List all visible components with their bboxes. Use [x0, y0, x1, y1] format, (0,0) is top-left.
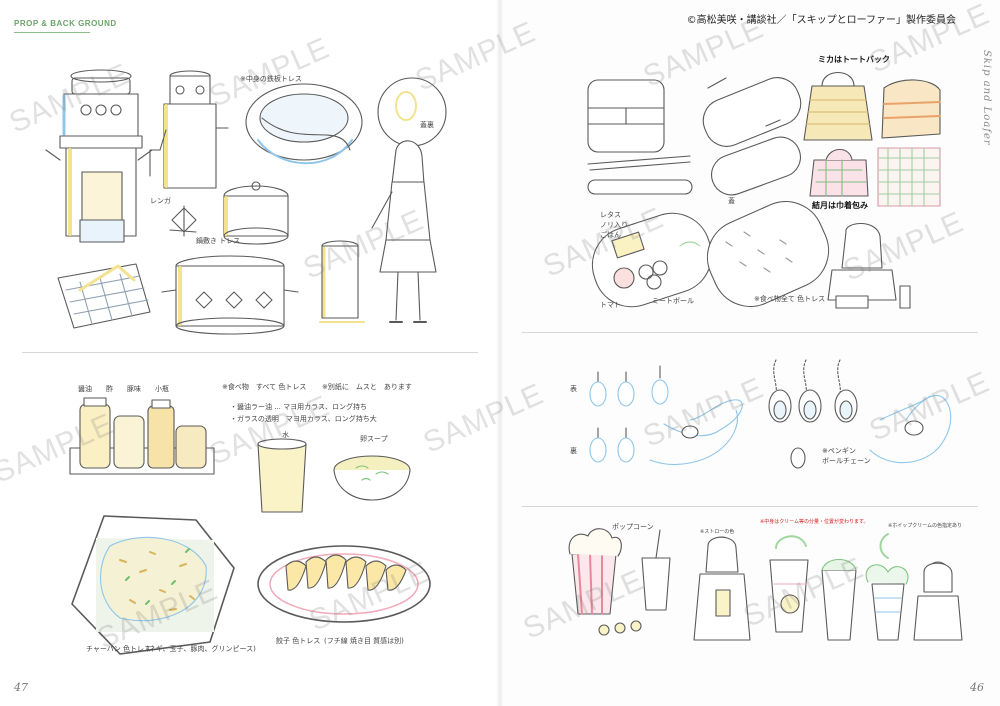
kettle-note: ※別紙に ムスと あります	[322, 383, 412, 391]
checked-cloth-drawing	[877, 147, 941, 207]
bento-side-note: ※食べ物全て 色トレス	[754, 295, 826, 303]
popcorn-label: ポップコーン	[612, 523, 654, 531]
tomato-label: トマト	[600, 301, 621, 309]
round-pot-drawing	[223, 181, 289, 245]
bento-lid-drawing	[702, 77, 802, 196]
copyright-text: ©高松美咲・講談社／「スキップとローファー」製作委員会	[686, 15, 956, 26]
bento-contents-drawing	[591, 201, 830, 308]
girl-drink-drawing	[693, 536, 751, 641]
page-number-right: 46	[970, 681, 984, 694]
gyoza-detail: (フチ線 焼き目 質感は別)	[324, 637, 404, 645]
condiment-tray-drawing	[69, 397, 215, 475]
water-label: 水	[282, 431, 289, 439]
stove-drawing	[45, 69, 153, 243]
girl-eating-drawing	[827, 222, 911, 309]
right-divider-2	[522, 506, 978, 507]
frappe-cups-drawing	[769, 533, 909, 641]
seasoning-note: ※食べ物 すべて 色トレス	[222, 383, 307, 391]
keychains-drawing	[589, 365, 743, 465]
rice-cooker-drawing	[319, 240, 365, 323]
keychain-front-label: 表	[570, 385, 577, 393]
water-glass-drawing	[257, 438, 307, 513]
penguin-note: ※ペンギン ボールチェーン	[822, 447, 871, 465]
stand-note: レンガ	[150, 197, 171, 205]
dumpling-note-1: ・醤油ラー油 ... マヨ用カラス、ロング持ち	[230, 403, 367, 411]
tote-bag-drawing	[803, 72, 873, 141]
pot-note: ※中身の鉄板トレス	[240, 75, 302, 83]
platter-drawing	[245, 83, 363, 165]
section-label: PROP & BACK GROUND	[14, 19, 117, 28]
rice-label: チャーハン 色トレス	[86, 645, 152, 653]
dumpling-note-2: ・ガラスの透明 マヨ用カラス、ロング持ち大	[230, 415, 377, 423]
page-number-left: 47	[14, 681, 28, 694]
gyoza-plate-drawing	[257, 545, 431, 623]
rice-detail: (ネギ、玉子、豚肉、グリンピース)	[146, 645, 256, 653]
bag-drawing	[881, 79, 941, 139]
seasoning-labels: 醤油 酢 豚味 小瓶	[78, 385, 169, 393]
drink-note: ※ホイップクリームの色指定あり	[888, 523, 963, 529]
soup-label: 卵スープ	[360, 435, 388, 443]
left-divider-1	[22, 352, 478, 353]
bento-inside-note: レタス ノリ入り ごはん	[600, 211, 628, 239]
lid-drawing	[377, 77, 447, 147]
lid-label: 蓋	[728, 197, 735, 205]
furoshiki-label: 結月は巾着包み	[812, 201, 868, 210]
soup-bowl-drawing	[333, 455, 411, 501]
gyoza-label: 餃子 色トレス	[276, 637, 321, 645]
meatball-label: ミートボール	[652, 297, 694, 305]
penguins-drawing	[768, 359, 952, 469]
fried-rice-plate-drawing	[71, 515, 235, 655]
chopsticks-drawing	[587, 155, 693, 195]
girl-shake-drawing	[913, 561, 963, 641]
lid-note: 蓋裏	[420, 121, 434, 129]
right-divider-1	[522, 332, 978, 333]
ornament-drawing	[169, 205, 197, 237]
shake-note: ※ストローの色	[700, 529, 735, 535]
bento-box-drawing	[587, 79, 665, 153]
tote-label: ミカはトートバック	[818, 55, 890, 64]
furoshiki-drawing	[809, 148, 869, 197]
keychain-back-label: 裏	[570, 447, 577, 455]
big-pot-drawing	[161, 255, 299, 335]
popcorn-drawing	[568, 528, 671, 636]
girl-figure-drawing	[371, 140, 437, 323]
kettle-drawing	[149, 70, 229, 189]
trivet-drawing	[57, 263, 151, 329]
side-title: Skip and Loafer	[981, 50, 992, 146]
page-gutter	[496, 0, 504, 706]
section-rule	[14, 32, 90, 33]
basket-note: 鍋敷き トレス	[196, 237, 241, 245]
drink-red-note: ※中身はクリーム等の分量・位置が変わります。	[760, 519, 869, 525]
